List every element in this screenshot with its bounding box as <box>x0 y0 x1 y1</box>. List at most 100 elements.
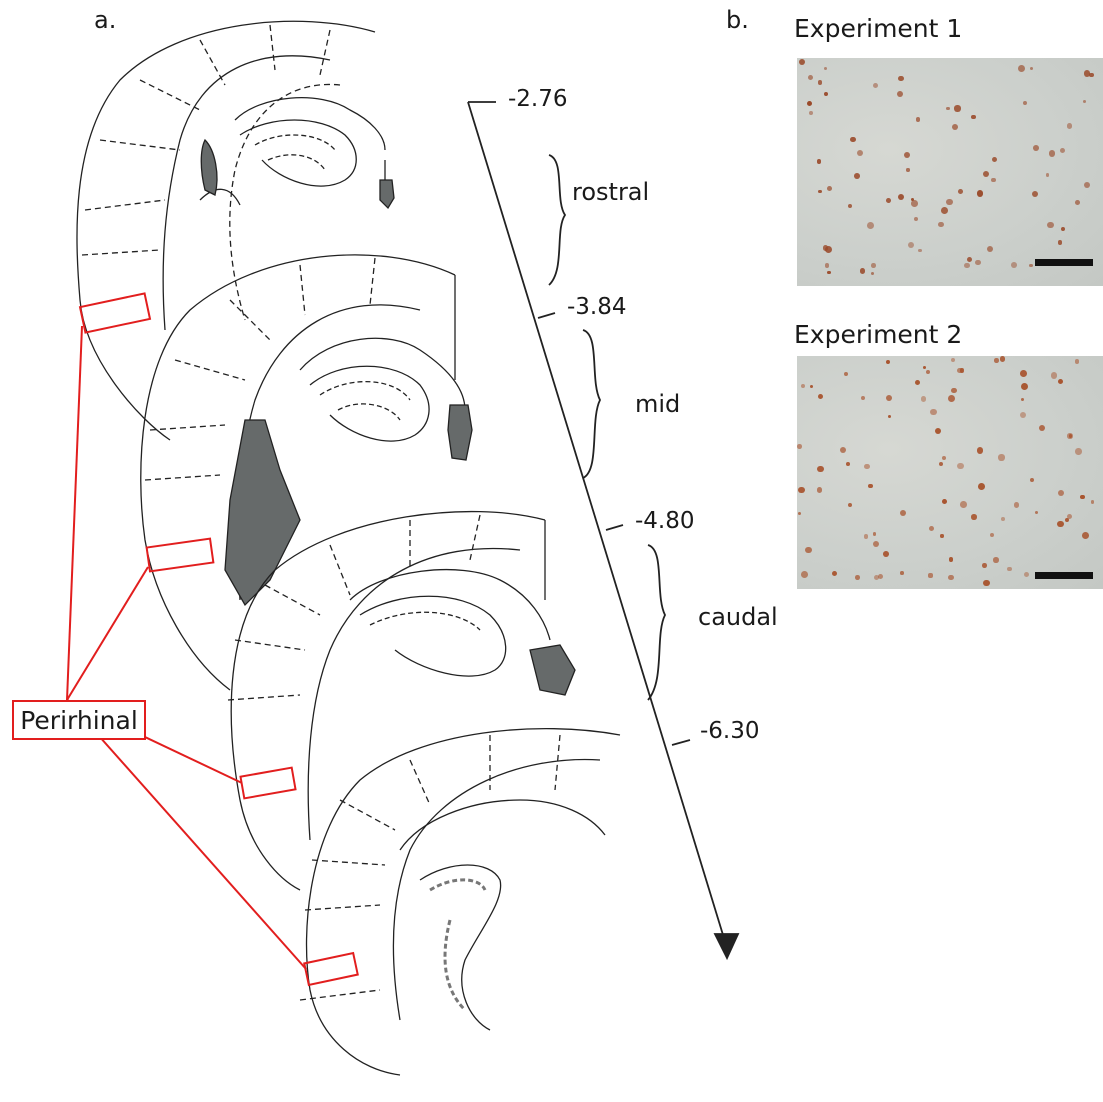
stained-nucleus <box>1030 67 1033 70</box>
stained-nucleus <box>993 557 998 562</box>
perirhinal-box-rostral <box>80 293 150 332</box>
stained-nucleus <box>916 117 921 122</box>
stained-nucleus <box>900 510 906 516</box>
experiment-2-title: Experiment 2 <box>794 322 962 347</box>
stained-nucleus <box>873 541 879 547</box>
stained-nucleus <box>898 76 904 82</box>
stained-nucleus <box>1075 448 1081 454</box>
stained-nucleus <box>935 428 942 435</box>
stained-nucleus <box>817 159 821 163</box>
stained-nucleus <box>832 571 837 576</box>
stained-nucleus <box>827 271 830 274</box>
scale-bar <box>1035 572 1093 579</box>
stained-nucleus <box>991 178 995 182</box>
stained-nucleus <box>808 75 813 80</box>
stained-nucleus <box>964 263 969 268</box>
stained-nucleus <box>1000 356 1005 361</box>
stained-nucleus <box>860 268 866 274</box>
perirhinal-box-caudal-1 <box>240 768 295 799</box>
stained-nucleus <box>886 360 890 364</box>
axis-arrowhead <box>715 934 738 958</box>
stained-nucleus <box>805 547 812 554</box>
stained-nucleus <box>1011 262 1017 268</box>
stained-nucleus <box>911 200 918 207</box>
stained-nucleus <box>987 246 993 252</box>
stained-nucleus <box>915 380 920 385</box>
stained-nucleus <box>883 551 889 557</box>
stained-nucleus <box>921 396 927 402</box>
stained-nucleus <box>918 249 921 252</box>
experiment-2-micrograph <box>797 356 1103 589</box>
stained-nucleus <box>797 444 802 449</box>
perirhinal-box-mid <box>147 539 214 572</box>
stained-nucleus <box>914 217 918 221</box>
experiment-1-micrograph <box>797 58 1103 286</box>
stained-nucleus <box>1061 227 1065 231</box>
experiment-1-title: Experiment 1 <box>794 16 962 41</box>
perirhinal-label: Perirhinal <box>12 700 146 740</box>
stained-nucleus <box>898 194 904 200</box>
stained-nucleus <box>824 67 827 70</box>
stained-nucleus <box>998 454 1004 460</box>
stained-nucleus <box>939 462 944 467</box>
stained-nucleus <box>801 571 808 578</box>
stained-nucleus <box>958 189 963 194</box>
region-label-caudal: caudal <box>698 605 778 629</box>
stained-nucleus <box>1046 173 1050 177</box>
stained-nucleus <box>940 534 943 537</box>
stained-nucleus <box>926 370 930 374</box>
stained-nucleus <box>1020 370 1027 377</box>
ventricle-rostral <box>201 140 217 195</box>
stained-nucleus <box>1083 100 1086 103</box>
stained-nucleus <box>1033 145 1039 151</box>
coord-label-1: -2.76 <box>508 88 568 111</box>
stained-nucleus <box>929 526 934 531</box>
stained-nucleus <box>904 152 910 158</box>
stained-nucleus <box>942 499 947 504</box>
stained-nucleus <box>1030 478 1035 483</box>
stained-nucleus <box>1082 532 1089 539</box>
stained-nucleus <box>873 83 878 88</box>
stained-nucleus <box>1080 495 1084 499</box>
stained-nucleus <box>951 388 957 394</box>
stained-nucleus <box>967 257 972 262</box>
stained-nucleus <box>825 263 829 267</box>
stained-nucleus <box>886 198 891 203</box>
stained-nucleus <box>977 190 984 197</box>
ventricle-caudal <box>530 645 575 695</box>
stained-nucleus <box>1084 182 1090 188</box>
stained-nucleus <box>990 533 994 537</box>
brace-mid <box>583 330 600 478</box>
stained-nucleus <box>873 532 877 536</box>
stained-nucleus <box>1007 567 1012 572</box>
stained-nucleus <box>906 168 909 171</box>
section-mid <box>141 255 465 690</box>
stained-nucleus <box>1023 101 1027 105</box>
stained-nucleus <box>798 512 801 515</box>
stained-nucleus <box>864 464 870 470</box>
stained-nucleus <box>850 137 856 143</box>
stained-nucleus <box>1001 517 1005 521</box>
leader-line-4 <box>67 700 306 969</box>
stained-nucleus <box>878 574 883 579</box>
stained-nucleus <box>1032 191 1038 197</box>
ventricle-mid <box>225 420 300 605</box>
stained-nucleus <box>897 91 903 97</box>
coord-label-4: -6.30 <box>700 720 760 743</box>
stained-nucleus <box>1067 433 1073 439</box>
region-label-mid: mid <box>635 392 680 416</box>
leader-line-2 <box>67 567 148 700</box>
stained-nucleus <box>1018 65 1025 72</box>
stained-nucleus <box>942 456 947 461</box>
stained-nucleus <box>1049 150 1055 156</box>
section-caudal-1 <box>228 512 550 890</box>
rostrocaudal-axis <box>468 102 738 958</box>
stained-nucleus <box>946 107 950 111</box>
stained-nucleus <box>971 115 976 120</box>
stained-nucleus <box>928 573 932 577</box>
stained-nucleus <box>855 575 860 580</box>
stained-nucleus <box>1020 412 1026 418</box>
stained-nucleus <box>844 372 848 376</box>
stained-nucleus <box>1029 264 1033 268</box>
